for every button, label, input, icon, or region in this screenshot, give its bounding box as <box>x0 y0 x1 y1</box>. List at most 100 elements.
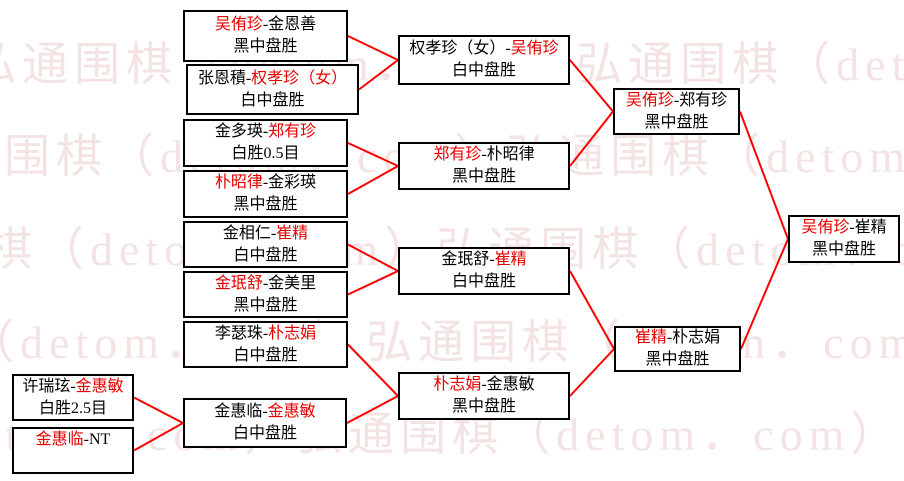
player-name: 金多瑛- <box>214 123 269 140</box>
connector-line <box>569 59 614 113</box>
match-players: 吴侑珍-郑有珍 <box>626 90 727 112</box>
winner-name: 崔精 <box>634 329 667 346</box>
winner-name: 金珉舒 <box>214 274 263 292</box>
match-players: 金珉舒-崔精 <box>441 249 526 271</box>
winner-name: 金惠临 <box>35 430 84 448</box>
connector-line <box>133 396 184 424</box>
match-result: 黑中盘胜 <box>233 196 298 213</box>
player-name: -NT <box>83 430 111 448</box>
match-box: 郑有珍-朴昭律 黑中盘胜 <box>398 142 570 190</box>
match-result: 白中盘胜 <box>233 346 298 364</box>
match-result: 黑中盘胜 <box>451 398 516 415</box>
match-players: 吴侑珍-金恩善 <box>215 14 316 36</box>
match-box: 金惠临-NT <box>12 427 134 474</box>
player-name: -金彩瑛 <box>262 174 317 191</box>
player-name: -朴昭律 <box>481 146 535 163</box>
match-players: 朴志娟-金惠敏 <box>433 374 534 396</box>
match-box: 金惠临-金惠敏 白中盘胜 <box>183 398 347 448</box>
connector-line <box>739 111 789 240</box>
player-name: -金恩善 <box>262 16 317 33</box>
match-box: 吴侑珍-金恩善 黑中盘胜 <box>183 10 348 62</box>
match-result: 白胜0.5目 <box>231 145 300 162</box>
connector-line <box>569 270 615 350</box>
match-box: 金珉舒-金美里 黑中盘胜 <box>183 271 348 318</box>
match-players: 金珉舒-金美里 <box>215 273 316 295</box>
connector-line <box>346 395 399 424</box>
connector-line <box>569 348 615 397</box>
connector-line <box>358 59 399 91</box>
connector-line <box>347 343 399 397</box>
match-box: 权孝珍（女）-吴侑珍 白中盘胜 <box>398 35 570 85</box>
match-players: 朴昭律-金彩瑛 <box>215 172 316 194</box>
match-box: 金多瑛-郑有珍 白胜0.5目 <box>183 119 348 167</box>
match-players: 金多瑛-郑有珍 <box>215 121 316 143</box>
winner-name: 朴昭律 <box>214 174 263 191</box>
match-box: 吴侑珍-郑有珍 黑中盘胜 <box>613 88 740 135</box>
connector-line <box>133 422 184 452</box>
match-result: 白中盘胜 <box>451 273 516 290</box>
match-result: 黑中盘胜 <box>645 351 710 368</box>
match-players: 金相仁-崔精 <box>223 223 308 245</box>
match-result: 白胜2.5目 <box>38 399 107 417</box>
match-box: 吴侑珍-崔精 黑中盘胜 <box>788 215 900 263</box>
match-box: 张恩積-权孝珍（女） 白中盘胜 <box>186 64 359 115</box>
connector-line <box>740 238 789 350</box>
match-players: 崔精-朴志娟 <box>635 327 720 349</box>
player-name: 金珉舒- <box>441 251 495 268</box>
match-result: 黑中盘胜 <box>451 168 516 185</box>
match-box: 金相仁-崔精 白中盘胜 <box>183 221 348 268</box>
winner-name: 吴侑珍 <box>510 40 559 57</box>
match-players: 许瑞玹-金惠敏 <box>22 376 123 398</box>
player-name: 许瑞玹- <box>22 377 76 395</box>
winner-name: 金惠敏 <box>267 403 316 420</box>
player-name: -崔精 <box>849 219 887 236</box>
connector-line <box>347 142 399 167</box>
winner-name: 金惠敏 <box>75 377 124 395</box>
player-name: 金惠临- <box>214 403 268 420</box>
connector-line <box>347 35 399 61</box>
match-box: 许瑞玹-金惠敏 白胜2.5目 <box>12 374 134 421</box>
match-players: 吴侑珍-崔精 <box>801 217 886 239</box>
match-players: 张恩積-权孝珍（女） <box>198 68 347 90</box>
winner-name: 郑有珍 <box>268 123 317 140</box>
player-name: 权孝珍（女）- <box>409 40 511 57</box>
player-name: -郑有珍 <box>673 91 728 109</box>
winner-name: 吴侑珍 <box>214 16 263 33</box>
match-result: 黑中盘胜 <box>233 38 298 55</box>
match-players: 郑有珍-朴昭律 <box>433 144 534 166</box>
player-name: -金美里 <box>262 274 317 292</box>
match-result: 白中盘胜 <box>451 62 516 79</box>
connector-line <box>569 110 614 167</box>
match-box: 金珉舒-崔精 白中盘胜 <box>398 247 570 295</box>
match-result: 黑中盘胜 <box>811 241 876 258</box>
connector-line <box>347 243 399 272</box>
player-name: -金惠敏 <box>481 376 535 393</box>
winner-name: 崔精 <box>494 251 527 268</box>
match-box: 李瑟珠-朴志娟 白中盘胜 <box>183 321 348 368</box>
connector-line <box>347 270 399 296</box>
match-result: 白中盘胜 <box>233 246 298 264</box>
match-result: 白中盘胜 <box>240 91 305 109</box>
winner-name: 朴志娟 <box>268 324 317 342</box>
match-players: 金惠临-金惠敏 <box>214 401 315 423</box>
player-name: 金相仁- <box>222 224 277 242</box>
winner-name: 吴侑珍 <box>801 219 850 236</box>
winner-name: 权孝珍（女） <box>251 69 348 87</box>
match-result: 白中盘胜 <box>232 425 297 442</box>
winner-name: 郑有珍 <box>433 146 482 163</box>
match-players: 李瑟珠-朴志娟 <box>215 323 316 345</box>
match-box: 崔精-朴志娟 黑中盘胜 <box>614 326 741 372</box>
winner-name: 崔精 <box>276 224 309 242</box>
match-box: 朴昭律-金彩瑛 黑中盘胜 <box>183 170 348 218</box>
player-name: 张恩積- <box>197 69 252 87</box>
match-box: 朴志娟-金惠敏 黑中盘胜 <box>398 372 570 420</box>
match-players: 金惠临-NT <box>36 429 111 451</box>
winner-name: 吴侑珍 <box>625 91 674 109</box>
match-players: 权孝珍（女）-吴侑珍 <box>409 38 558 60</box>
connector-line <box>347 165 399 195</box>
match-result: 黑中盘胜 <box>233 296 298 314</box>
player-name: 李瑟珠- <box>214 324 269 342</box>
match-result: 黑中盘胜 <box>644 113 709 131</box>
